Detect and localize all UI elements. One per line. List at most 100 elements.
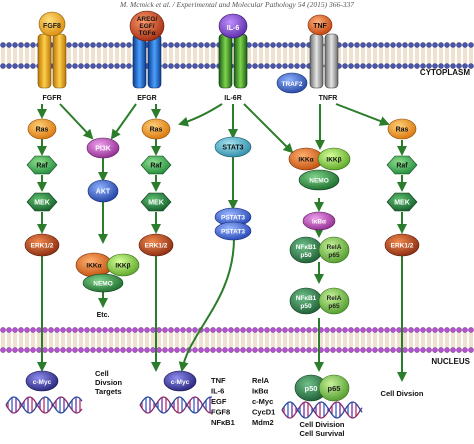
fgfr-label: FGFR xyxy=(42,95,61,102)
egfr-ligand xyxy=(129,10,165,42)
ikk-left-nemo-label: NEMO xyxy=(93,281,113,288)
ikk-left-nemo: NEMO xyxy=(82,273,124,293)
nfkb-nuclear-dimer: p50 p65 xyxy=(294,374,350,402)
tnfr-raf: Raf xyxy=(386,155,418,175)
il6-ligand xyxy=(218,13,248,39)
fgfr-raf: Raf xyxy=(26,155,58,175)
tnfr-ras-label: Ras xyxy=(396,127,409,134)
stat3-node-label: STAT3 xyxy=(222,145,243,152)
nfkb-complex-1-rela: RelA xyxy=(327,244,342,251)
nfkb-complex-1-nfkb1: NFκB1 xyxy=(296,244,317,251)
nfkb-complex-2-p50: p50 xyxy=(300,303,312,310)
ikk-right-beta-label: IKKβ xyxy=(326,157,341,164)
tnfr-mek: MEK xyxy=(386,192,418,212)
fgfr-receptor: FGF8 FGFR xyxy=(37,11,67,102)
tnfr-erk: ERK1/2 xyxy=(384,233,420,257)
ikk-right-beta: IKKβ xyxy=(317,147,351,171)
fgfr-mek: MEK xyxy=(26,192,58,212)
ikk-left-alpha: IKKα xyxy=(75,252,113,278)
ikba-node: IκBα xyxy=(302,211,336,231)
etc-label: Etc. xyxy=(97,312,110,319)
egfr-ras: Ras xyxy=(141,118,171,140)
cmyc-left: c-Myc xyxy=(25,370,59,392)
pstat3-top-label: PSTAT3 xyxy=(221,215,245,222)
gene-col1-item: NFκB1 xyxy=(211,418,235,427)
tnfr-ras: Ras xyxy=(387,118,417,140)
gene-col2-item: CycD1 xyxy=(252,408,275,417)
tnf-label: TNF xyxy=(313,23,327,30)
nuclear-membrane xyxy=(0,327,474,353)
tnfr-label: TNFR xyxy=(319,95,338,102)
egfr-receptor: AREG/ EGF/ TGFα EFGR xyxy=(129,10,165,102)
akt-node-label: AKT xyxy=(96,189,111,196)
targets-line-1: Cell xyxy=(95,369,109,378)
arrow-il6r-ikk xyxy=(243,103,294,154)
akt-node: AKT xyxy=(87,179,119,203)
cmyc-mid-label: c-Myc xyxy=(171,379,190,386)
gene-col1-item: TNF xyxy=(211,376,226,385)
cmyc-mid: c-Myc xyxy=(163,370,197,392)
ikk-left-beta-label: IKKβ xyxy=(115,263,130,270)
plasma-membrane xyxy=(0,42,474,69)
tnf-ligand xyxy=(307,14,333,36)
nfkb-complex-2-p65: p65 xyxy=(328,303,340,310)
fgfr-ras-label: Ras xyxy=(36,127,49,134)
gene-col1-item: EGF xyxy=(211,397,227,406)
gene-col2-item: IκBα xyxy=(252,387,269,396)
il6r-label: IL-6R xyxy=(224,95,242,102)
outcome-center-1: Cell Division xyxy=(299,420,344,429)
targets-line-3: Targets xyxy=(95,387,122,396)
fgf8-label: FGF8 xyxy=(43,23,61,30)
ikk-left-beta: IKKβ xyxy=(106,253,140,277)
gene-col2-item: c-Myc xyxy=(252,397,273,406)
arrow-tnfr-ras xyxy=(335,103,390,126)
nfkb-complex-2-rela: RelA xyxy=(327,295,342,302)
arrow-il6r-ras xyxy=(178,103,223,127)
dna-mid xyxy=(139,396,213,414)
arrow-egfr-pi3k xyxy=(110,103,137,140)
gene-col2-item: Mdm2 xyxy=(252,418,274,427)
arrow-pstat3-cmyc xyxy=(178,237,235,372)
ikk-right-nemo: NEMO xyxy=(298,169,340,191)
pathway-arrows xyxy=(37,103,407,382)
egfr-ligand-label-2: EGF/ xyxy=(139,23,154,30)
egfr-ligand-label-1: AREG/ xyxy=(137,16,158,23)
egfr-label: EFGR xyxy=(137,95,156,102)
egfr-ras-label: Ras xyxy=(150,127,163,134)
arrow-fgfr-pi3k xyxy=(59,103,94,140)
nfkb-complex-1-p50: p50 xyxy=(300,252,312,259)
traf2-node xyxy=(276,72,308,94)
pstat3-top: PSTAT3 xyxy=(214,207,252,227)
ikk-left-alpha-label: IKKα xyxy=(86,263,101,270)
tnfr-erk-label: ERK1/2 xyxy=(391,243,414,250)
pi3k-node-label: PI3K xyxy=(95,146,111,153)
fgf8-ligand xyxy=(38,11,66,37)
tnfr-mek-label: MEK xyxy=(394,200,410,207)
ikba-node-label: IκBα xyxy=(312,219,326,226)
stat3-node: STAT3 xyxy=(214,136,252,158)
nucleus-label: NUCLEUS xyxy=(431,357,470,366)
gene-col2-item: RelA xyxy=(252,376,270,385)
target-gene-list: TNFIL-6EGFFGF8NFκB1RelAIκBαc-MycCycD1Mdm… xyxy=(211,376,275,427)
gene-col1-item: IL-6 xyxy=(211,387,224,396)
fgfr-mek-label: MEK xyxy=(34,200,50,207)
outcome-right: Cell Divsion xyxy=(381,389,424,398)
pi3k-node: PI3K xyxy=(86,137,120,159)
egfr-ligand-label-3: TGFα xyxy=(139,30,156,37)
egfr-erk-label: ERK1/2 xyxy=(145,243,168,250)
fgfr-ras: Ras xyxy=(27,118,57,140)
dna-left xyxy=(5,396,83,414)
nfkb-complex-1-p65: p65 xyxy=(328,252,340,259)
signaling-nodes: RasRafMEKERK1/2RasRafMEKERK1/2RasRafMEKE… xyxy=(24,118,420,315)
outcome-center-2: Cell Survival xyxy=(299,429,344,438)
egfr-raf-label: Raf xyxy=(150,163,162,170)
p65-label: p65 xyxy=(328,384,341,393)
journal-header: M. Mcmick et al. / Experimental and Mole… xyxy=(119,0,354,9)
dna-strands xyxy=(5,396,363,419)
pstat3-bottom: PSTAT3 xyxy=(214,221,252,241)
tnfr-raf-label: Raf xyxy=(396,163,408,170)
dna-right xyxy=(281,401,363,419)
